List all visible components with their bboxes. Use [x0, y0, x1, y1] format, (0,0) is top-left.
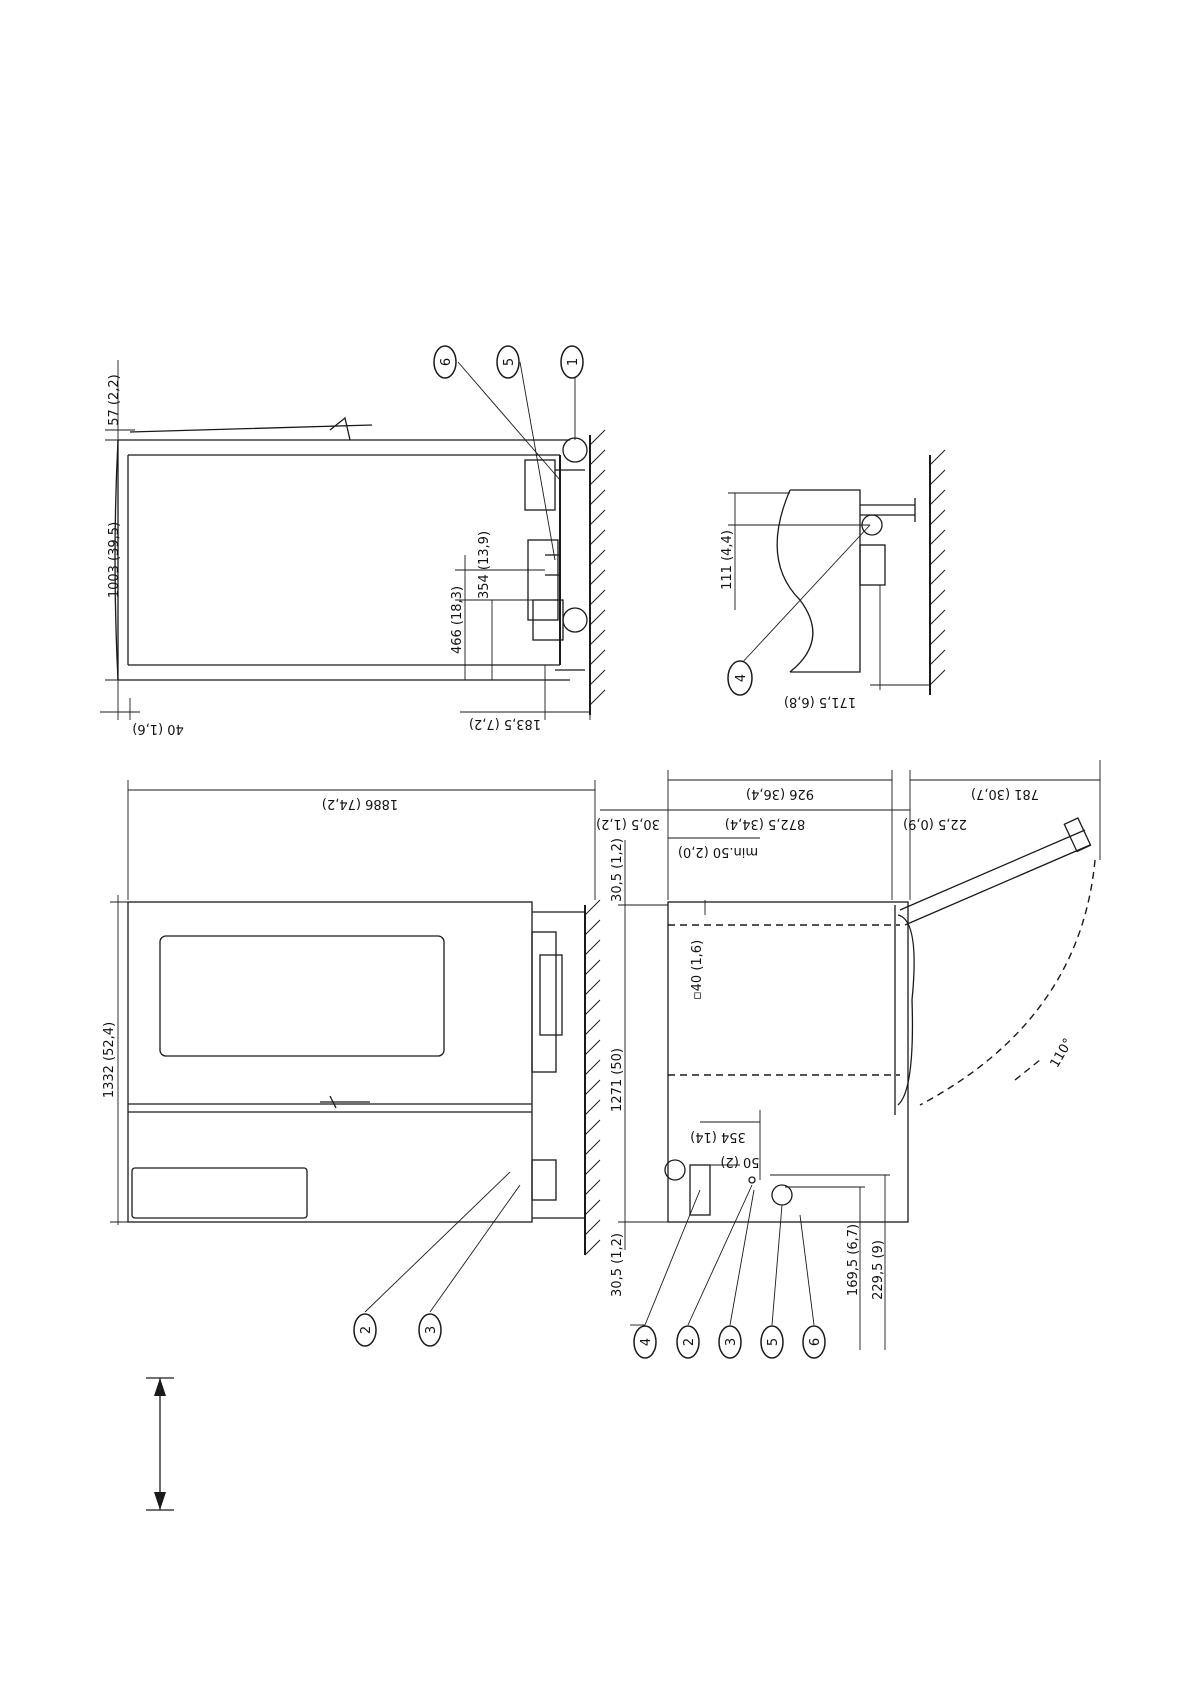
callout-bottom-3: 3 — [719, 1326, 741, 1358]
callout-top-5: 5 — [497, 346, 519, 378]
top-view — [100, 360, 605, 720]
dim-57: 57 (2,2) — [107, 374, 122, 426]
callout-bottom-5: 5 — [761, 1326, 783, 1358]
dim-40: 40 (1,6) — [132, 721, 184, 736]
detail-view — [728, 450, 945, 695]
angle-110: 110° — [1048, 1036, 1077, 1071]
callout-detail-4: 4 — [728, 661, 752, 695]
dim-926: 926 (36,4) — [746, 786, 814, 801]
svg-text:2: 2 — [682, 1338, 697, 1346]
svg-text:3: 3 — [724, 1338, 739, 1346]
callout-left-2: 2 — [354, 1314, 376, 1346]
dim-30-5-top: 30,5 (1,2) — [610, 838, 625, 902]
dim-466: 466 (18,3) — [450, 586, 465, 654]
dim-872: 872,5 (34,4) — [725, 816, 805, 831]
dim-22: 22,5 (0,9) — [903, 816, 967, 831]
svg-text:3: 3 — [424, 1326, 439, 1334]
dim-30-5-h: 30,5 (1,2) — [596, 816, 660, 831]
callout-left-3: 3 — [419, 1314, 441, 1346]
svg-text:4: 4 — [639, 1338, 654, 1346]
dim-1332: 1332 (52,4) — [102, 1022, 117, 1098]
dim-111: 111 (4,4) — [720, 530, 735, 590]
dim-50: 50 (2) — [720, 1154, 759, 1169]
svg-text:6: 6 — [439, 358, 454, 366]
callout-top-1: 1 — [561, 346, 583, 378]
orientation-arrow — [146, 1378, 174, 1510]
callout-bottom-4: 4 — [634, 1326, 656, 1358]
dim-781: 781 (30,7) — [971, 786, 1039, 801]
callout-bottom-2: 2 — [677, 1326, 699, 1358]
svg-text:4: 4 — [734, 674, 749, 682]
callout-bottom-6: 6 — [803, 1326, 825, 1358]
svg-text:1: 1 — [566, 358, 581, 366]
dim-354-top: 354 (13,9) — [477, 531, 492, 599]
dim-171: 171,5 (6,8) — [784, 694, 856, 709]
dim-183: 183,5 (7,2) — [469, 716, 541, 731]
dim-229: 229,5 (9) — [871, 1240, 886, 1300]
dim-1003: 1003 (39,5) — [107, 522, 122, 598]
dim-min50: min.50 (2,0) — [678, 844, 758, 859]
dim-169: 169,5 (6,7) — [846, 1224, 861, 1296]
callout-top-6: 6 — [434, 346, 456, 378]
dim-30-5-bottom: 30,5 (1,2) — [610, 1233, 625, 1297]
dim-1271: 1271 (50) — [610, 1048, 625, 1112]
dim-sq40: ▫40 (1,6) — [690, 940, 705, 1000]
svg-text:6: 6 — [808, 1338, 823, 1346]
front-view — [110, 780, 600, 1312]
dim-354-bottom: 354 (14) — [690, 1129, 746, 1144]
svg-text:5: 5 — [766, 1338, 781, 1346]
dim-1886: 1886 (74,2) — [322, 796, 398, 811]
svg-text:2: 2 — [359, 1326, 374, 1334]
svg-text:5: 5 — [502, 358, 517, 366]
